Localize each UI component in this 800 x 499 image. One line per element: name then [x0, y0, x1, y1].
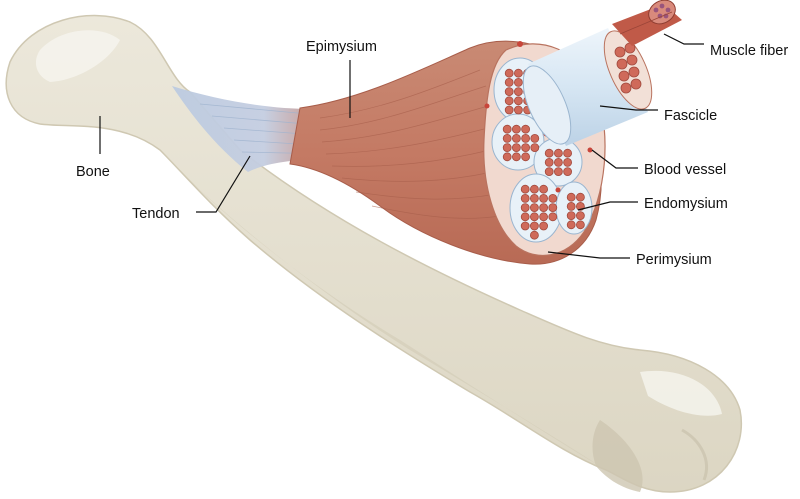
muscle-fiber-dot: [530, 133, 540, 143]
muscle-fiber-dot: [521, 133, 530, 143]
fascicle-tube: [522, 28, 653, 146]
fascicle-fiber-dot: [614, 46, 626, 58]
label-epimysium: Epimysium: [306, 39, 377, 55]
muscle-fiber-dot: [539, 221, 548, 231]
muscle-fiber-dot: [576, 192, 585, 202]
muscle-fiber-dot: [520, 193, 530, 203]
muscle-fiber-dot: [502, 143, 512, 153]
bone-highlight-right: [640, 370, 722, 416]
muscle-fiber-dot: [512, 152, 521, 162]
muscle-fiber-dot: [504, 105, 514, 115]
fascicle-fiber-dot: [618, 70, 630, 82]
leader-perimysium: [547, 251, 630, 259]
label-perimysium: Perimysium: [636, 252, 712, 268]
leader-blood-vessel: [591, 149, 638, 169]
muscle-fiber-dot: [520, 203, 530, 213]
muscle-fiber-dot: [520, 212, 530, 222]
muscle-fiber-dot: [548, 203, 558, 213]
label-fascicle: Fascicle: [664, 108, 717, 124]
muscle-fiber-dot: [544, 157, 554, 167]
leader-lines: [99, 33, 704, 259]
muscle-fiber-dot: [554, 167, 563, 177]
muscle-striations: [319, 69, 501, 219]
muscle-fiber-dot: [576, 211, 585, 221]
muscle-fiber-dot: [514, 87, 523, 96]
muscle-fiber-dot: [539, 212, 548, 222]
muscle-fiber-dot: [512, 143, 521, 153]
muscle-fiber-dot: [521, 143, 530, 153]
fascicle-fiber-dot: [620, 82, 632, 94]
muscle-fiber-dot: [530, 143, 540, 153]
muscle-fiber-dot: [539, 184, 548, 194]
muscle-fiber-dot: [539, 193, 548, 203]
label-blood-vessel: Blood vessel: [644, 162, 726, 178]
leader-tendon: [196, 155, 251, 213]
muscle-fiber-dot: [539, 203, 548, 213]
fascicle-fiber-dot: [616, 58, 628, 70]
muscle-fiber-dot: [554, 148, 563, 158]
muscle-fiber-dot: [530, 184, 539, 194]
single-muscle-fiber: [612, 0, 682, 46]
muscle-fiber-dot: [504, 68, 514, 78]
muscle-fiber-dot: [504, 96, 514, 106]
muscle-fiber-dot: [521, 152, 530, 162]
label-endomysium: Endomysium: [644, 196, 728, 212]
muscle-fiber-dot: [566, 211, 576, 221]
label-muscle-fiber: Muscle fiber: [710, 43, 788, 59]
muscle-fiber-dot: [563, 157, 572, 167]
bone-condyle-shadow: [592, 420, 643, 492]
muscle-fiber-dot: [544, 148, 554, 158]
leader-muscle-fiber: [663, 33, 704, 45]
muscle-fiber-dot: [548, 193, 558, 203]
muscle-fiber-dot: [520, 221, 530, 231]
muscle-fiber-dot: [514, 78, 523, 87]
fascicle-fiber-dot: [630, 78, 642, 90]
muscle-fiber-dot: [504, 87, 514, 96]
muscle-fiber-dot: [566, 220, 576, 230]
bone-highlight-left: [35, 30, 121, 83]
muscle-fiber-dot: [530, 221, 539, 231]
muscle-fiber-dot: [502, 152, 512, 162]
muscle-fiber-dot: [502, 124, 512, 134]
leader-fascicle: [599, 105, 658, 111]
label-tendon: Tendon: [132, 206, 180, 222]
muscle-fiber-dot: [530, 230, 539, 240]
muscle-fiber-dot: [502, 133, 512, 143]
muscle-fiber-dot: [514, 68, 523, 78]
labels: Muscle fiber Epimysium Fascicle Blood ve…: [76, 39, 788, 268]
muscle-fiber-dot: [530, 203, 539, 213]
fascicle-face-fibers: [614, 42, 642, 94]
muscle-fiber-dot: [563, 148, 572, 158]
muscle-fiber-dot: [514, 105, 523, 115]
muscle-fiber-dot: [530, 193, 539, 203]
muscle-fiber-dot: [512, 133, 521, 143]
fascicle-fiber-dot: [628, 66, 640, 78]
muscle-fiber-dot: [566, 201, 576, 211]
bone-condyle-groove: [681, 428, 709, 481]
label-bone: Bone: [76, 164, 110, 180]
muscle-fiber-dot: [512, 124, 521, 134]
muscle-fiber-dot: [566, 192, 576, 202]
muscle-fiber-dot: [530, 212, 539, 222]
muscle-fiber-dot: [544, 167, 554, 177]
muscle-fiber-dot: [520, 184, 530, 194]
muscle-fiber-dot: [563, 167, 572, 177]
fascicle-fiber-dot: [626, 54, 638, 66]
muscle-fiber-dot: [521, 124, 530, 134]
muscle-fibers-cross-section: [502, 68, 585, 240]
muscle-fiber-dot: [514, 96, 523, 106]
leader-endomysium: [577, 201, 638, 211]
muscle-fiber-dot: [504, 78, 514, 87]
muscle-fiber-dot: [576, 220, 585, 230]
muscle-fiber-dot: [548, 212, 558, 222]
muscle-fiber-dot: [554, 157, 563, 167]
